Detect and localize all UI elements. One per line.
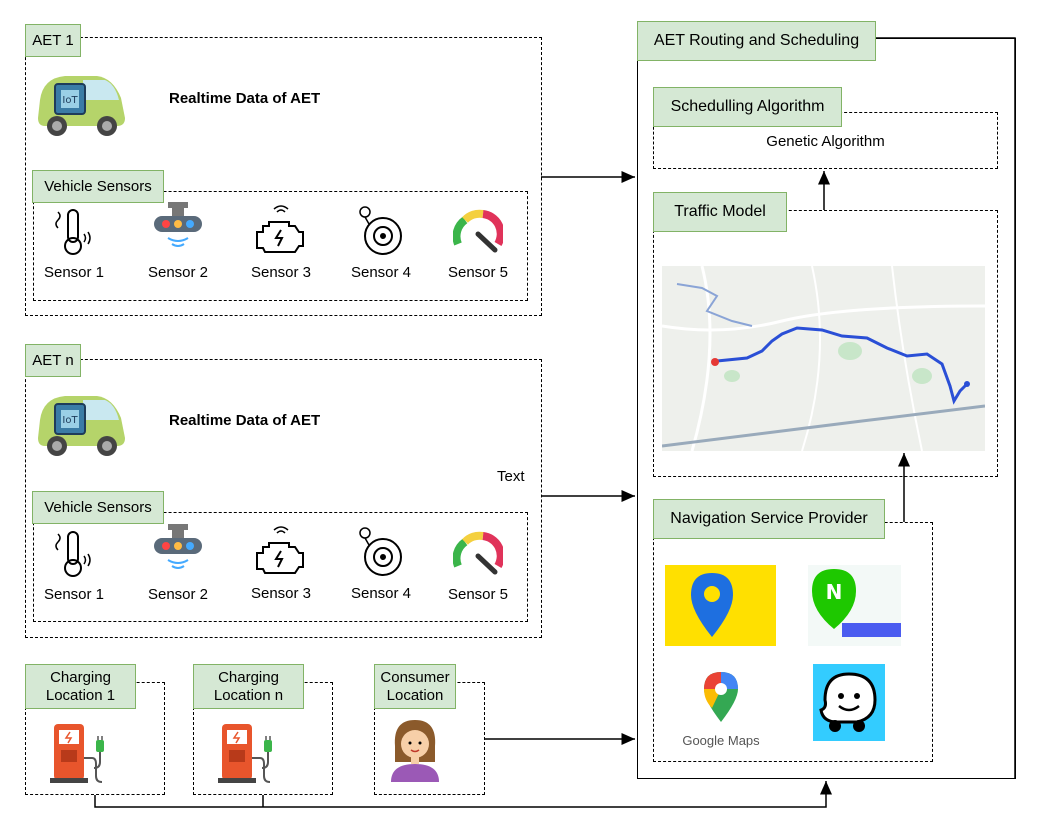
arrow-chargers-to-routing <box>94 781 832 808</box>
consumer-title: Consumer Location <box>374 664 456 709</box>
aet1-sensors-box <box>33 191 528 301</box>
sensor-1: Sensor 1 <box>29 206 119 281</box>
sensor-5: Sensor 5 <box>433 528 523 603</box>
sensor-3: Sensor 3 <box>236 204 326 281</box>
ev-car-icon: IoT <box>35 390 130 465</box>
naver-map-logo: N <box>808 565 901 646</box>
thermometer-icon <box>55 209 91 255</box>
sensor-4: Sensor 4 <box>336 204 426 281</box>
parking-sensor-icon <box>154 524 202 569</box>
thermometer-icon <box>55 531 91 577</box>
engine-icon <box>256 526 304 574</box>
consumer-avatar-icon <box>385 716 445 787</box>
parking-sensor-icon <box>154 202 202 247</box>
google-maps-logo: Google Maps <box>676 668 766 748</box>
chargingn-title: Charging Location n <box>193 664 304 709</box>
aetn-sensors-box <box>33 512 528 622</box>
scheduling-body: Genetic Algorithm <box>766 133 885 150</box>
traffic-title: Traffic Model <box>653 192 787 232</box>
speedometer-icon <box>453 531 503 575</box>
routing-title: AET Routing and Scheduling <box>637 21 876 61</box>
svg-text:N: N <box>826 580 843 604</box>
charging1-title: Charging Location 1 <box>25 664 136 709</box>
aetn-realtime-label: Realtime Data of AET <box>169 412 321 429</box>
tire-gauge-icon <box>359 206 402 255</box>
aet1-container <box>25 37 542 316</box>
traffic-box <box>653 210 998 477</box>
sensor-4: Sensor 4 <box>336 525 426 602</box>
text-label: Text <box>497 468 525 485</box>
ev-car-icon: IoT <box>35 70 130 145</box>
aet1-title: AET 1 <box>25 24 81 57</box>
traffic-map-image <box>662 266 985 451</box>
sensor-3: Sensor 3 <box>236 525 326 602</box>
svg-text:IoT: IoT <box>62 95 78 106</box>
kakao-map-logo <box>665 565 776 646</box>
sensor-1: Sensor 1 <box>29 528 119 603</box>
sensor-2: Sensor 2 <box>133 200 223 281</box>
aetn-title: AET n <box>25 344 81 377</box>
google-maps-label: Google Maps <box>682 733 760 748</box>
nav-title: Navigation Service Provider <box>653 499 885 539</box>
tire-gauge-icon <box>359 527 402 576</box>
waze-logo <box>813 664 885 741</box>
charging-station-icon <box>50 718 110 789</box>
charging-station-icon <box>218 718 278 789</box>
speedometer-icon <box>453 209 503 253</box>
aetn-container <box>25 359 542 638</box>
aet1-sensors-title: Vehicle Sensors <box>32 170 164 203</box>
engine-icon <box>256 205 304 253</box>
scheduling-title: Schedulling Algorithm <box>653 87 842 127</box>
aetn-sensors-title: Vehicle Sensors <box>32 491 164 524</box>
svg-text:IoT: IoT <box>62 415 78 426</box>
sensor-2: Sensor 2 <box>133 522 223 603</box>
sensor-5: Sensor 5 <box>433 206 523 281</box>
aet1-realtime-label: Realtime Data of AET <box>169 90 321 107</box>
